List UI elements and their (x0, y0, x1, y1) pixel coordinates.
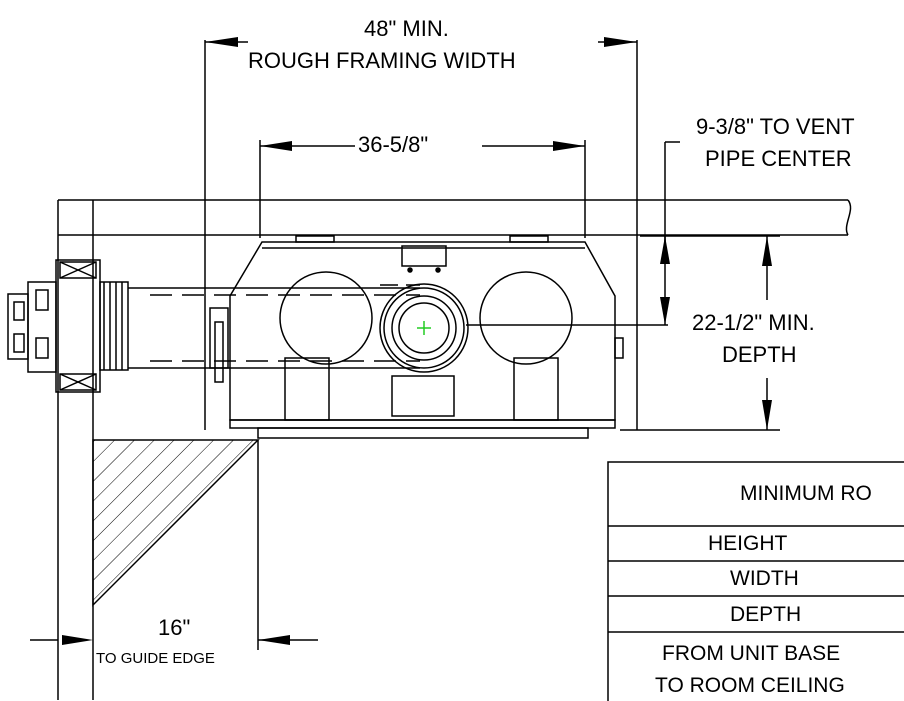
dimension-vent-center (466, 141, 680, 326)
guide-offset-label: 16" (158, 615, 191, 640)
arrowheads (62, 37, 772, 645)
heater-unit (209, 235, 624, 439)
depth-min-label-2: DEPTH (722, 342, 797, 367)
table-row-base-1: FROM UNIT BASE (662, 642, 841, 665)
rough-framing-width-label: ROUGH FRAMING WIDTH (248, 48, 516, 73)
hatched-region (92, 439, 260, 607)
depth-min-label-1: 22-1/2" MIN. (692, 310, 815, 335)
table-row-width: WIDTH (730, 567, 799, 590)
table-row-depth: DEPTH (730, 603, 802, 626)
vent-pipe (128, 287, 420, 369)
vent-terminal-cap (7, 259, 129, 393)
rough-framing-min-label: 48" MIN. (364, 16, 449, 41)
minimum-rough-table (607, 461, 904, 701)
vent-center-mark (417, 321, 431, 335)
table-row-base-2: TO ROOM CEILING (655, 674, 845, 697)
wall-top (58, 199, 852, 236)
guide-edge-label: TO GUIDE EDGE (96, 650, 215, 667)
unit-width-label: 36-5/8" (358, 132, 429, 157)
table-row-height: HEIGHT (708, 532, 788, 555)
table-title: MINIMUM RO (740, 482, 872, 505)
vent-offset-label-2: PIPE CENTER (705, 146, 852, 171)
vent-offset-label-1: 9-3/8" TO VENT (696, 114, 855, 139)
